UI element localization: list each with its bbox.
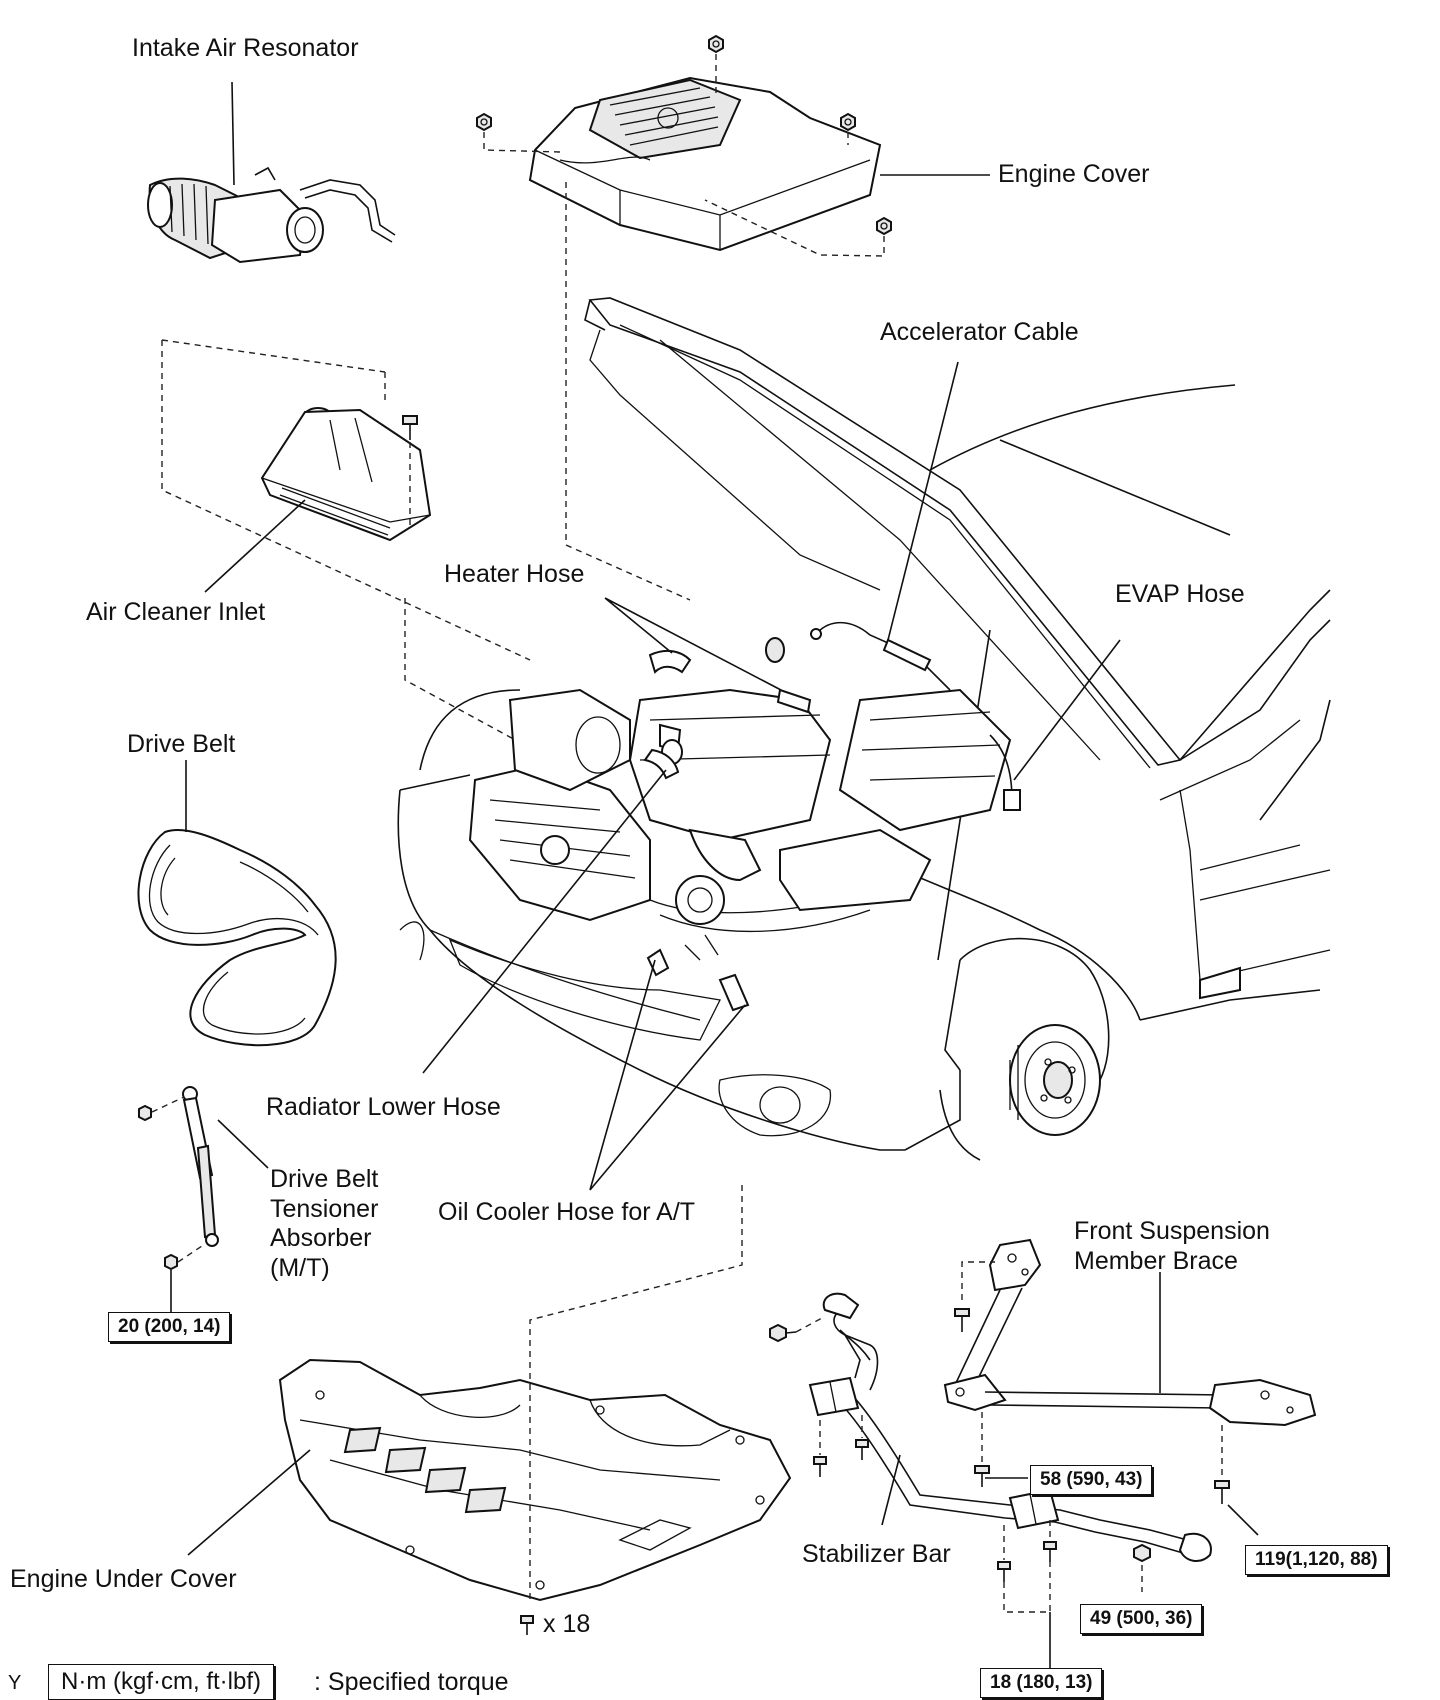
label-evap-hose: EVAP Hose bbox=[1115, 580, 1245, 608]
bolt-icon bbox=[954, 1308, 970, 1332]
torque-spec-tensioner: 20 (200, 14) bbox=[108, 1312, 231, 1342]
legend-marker: Y bbox=[8, 1672, 22, 1694]
label-accelerator-cable: Accelerator Cable bbox=[880, 318, 1079, 346]
nut-icon bbox=[164, 1253, 178, 1271]
bolt-icon bbox=[997, 1561, 1011, 1582]
engine-under-cover-part bbox=[278, 1358, 792, 1602]
torque-spec-brace-front: 58 (590, 43) bbox=[1030, 1465, 1153, 1495]
bolt-icon bbox=[520, 1615, 534, 1635]
bolt-icon bbox=[1214, 1480, 1230, 1504]
label-suspension-brace: Front Suspension Member Brace bbox=[1074, 1217, 1270, 1275]
leader-torque-119 bbox=[1227, 1504, 1259, 1536]
label-oil-cooler-hose: Oil Cooler Hose for A/T bbox=[438, 1198, 696, 1226]
leader-oil-cooler-hose bbox=[589, 959, 746, 1191]
nut-icon bbox=[138, 1104, 152, 1122]
leader-stabilizer-bar bbox=[881, 1454, 901, 1526]
leader-accelerator-cable bbox=[887, 361, 959, 641]
bolt-icon bbox=[1133, 1543, 1151, 1563]
label-engine-cover: Engine Cover bbox=[998, 160, 1150, 188]
air-cleaner-inlet-part bbox=[260, 407, 432, 542]
bolt-icon bbox=[974, 1465, 990, 1487]
legend-description: : Specified torque bbox=[314, 1668, 509, 1696]
leader-radiator-lower-hose bbox=[422, 769, 667, 1074]
leader-evap-hose bbox=[1013, 639, 1121, 781]
label-tensioner-absorber: Drive Belt Tensioner Absorber (M/T) bbox=[270, 1165, 379, 1282]
label-drive-belt: Drive Belt bbox=[127, 730, 236, 758]
stabilizer-bar-part bbox=[808, 1292, 1212, 1562]
label-air-cleaner-inlet: Air Cleaner Inlet bbox=[86, 598, 266, 626]
leader-intake-air-resonator bbox=[231, 81, 235, 186]
legend-unit-box: N·m (kgf·cm, ft·lbf) bbox=[48, 1664, 274, 1700]
label-stabilizer-bar: Stabilizer Bar bbox=[802, 1540, 951, 1568]
tensioner-absorber-part bbox=[182, 1086, 219, 1247]
torque-spec-brace-rear: 119(1,120, 88) bbox=[1245, 1545, 1388, 1575]
suspension-brace-part bbox=[943, 1238, 1317, 1427]
engine-cover-part bbox=[528, 76, 882, 252]
label-radiator-lower-hose: Radiator Lower Hose bbox=[266, 1093, 501, 1121]
drive-belt-part bbox=[137, 829, 337, 1047]
bolt-icon bbox=[813, 1456, 827, 1477]
leader-tensioner-absorber bbox=[217, 1119, 269, 1169]
torque-spec-stabilizer-link: 49 (500, 36) bbox=[1080, 1604, 1203, 1634]
label-engine-under-cover: Engine Under Cover bbox=[10, 1565, 237, 1593]
bolt-icon bbox=[402, 415, 418, 440]
nut-icon bbox=[840, 112, 856, 132]
engine-cover-nuts bbox=[476, 34, 892, 236]
bolt-icon bbox=[855, 1439, 869, 1460]
nut-icon bbox=[876, 216, 892, 236]
leader-engine-under-cover bbox=[187, 1449, 311, 1556]
leader-heater-hose bbox=[604, 597, 782, 691]
bolt-icon bbox=[769, 1323, 797, 1343]
nut-icon bbox=[476, 112, 492, 132]
engine-bay-components bbox=[508, 621, 1021, 1012]
leader-air-cleaner-inlet bbox=[204, 499, 306, 593]
nut-icon bbox=[708, 34, 724, 54]
label-heater-hose: Heater Hose bbox=[444, 560, 585, 588]
label-intake-air-resonator: Intake Air Resonator bbox=[132, 34, 359, 62]
torque-spec-stabilizer-bracket: 18 (180, 13) bbox=[980, 1668, 1103, 1698]
intake-air-resonator-part bbox=[147, 166, 396, 264]
bolt-icon bbox=[1043, 1541, 1057, 1562]
label-bolt-count: x 18 bbox=[543, 1610, 591, 1638]
car-body-outline bbox=[397, 297, 1331, 1161]
